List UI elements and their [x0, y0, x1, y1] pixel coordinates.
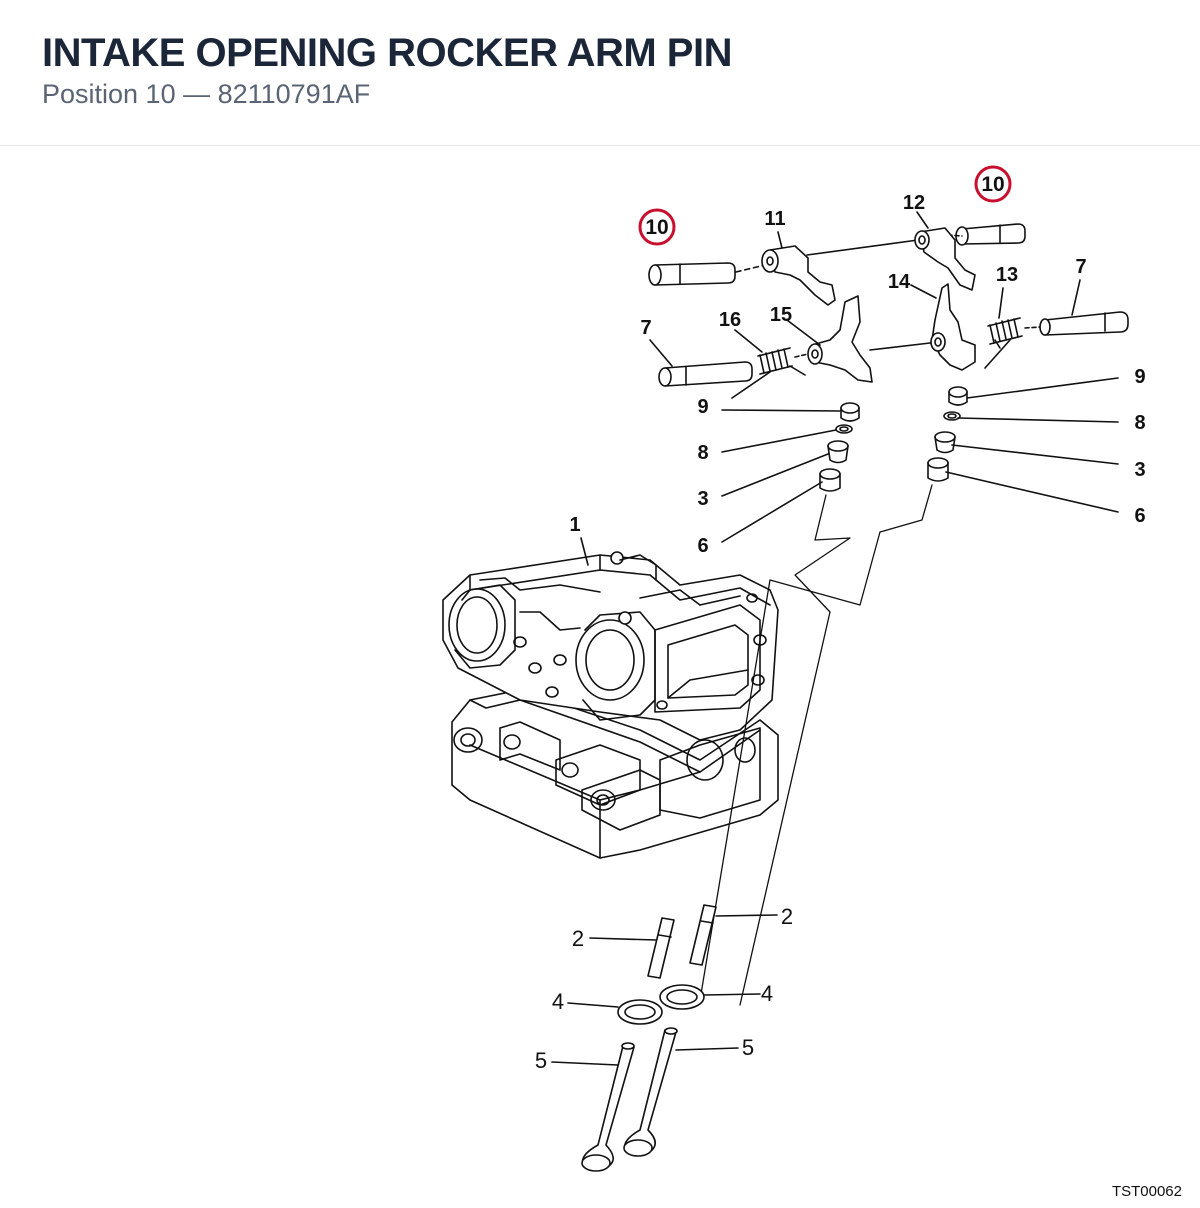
rocker-arm-14: [930, 283, 976, 371]
page-header: INTAKE OPENING ROCKER ARM PIN Position 1…: [0, 0, 1200, 146]
callout-3-right: 3: [1134, 459, 1145, 481]
callout-14: 14: [888, 271, 911, 293]
leader-6-left: [721, 481, 823, 543]
leader-14: [910, 284, 937, 299]
leader-3-right: [951, 444, 1119, 465]
leader-16: [734, 329, 763, 353]
leader-5-left: [551, 1061, 619, 1066]
figure-code: TST00062: [1111, 1183, 1182, 1200]
leader-9-right: [966, 377, 1119, 399]
valve-seal-4-left: [617, 999, 663, 1025]
leader-8-left: [721, 429, 837, 453]
callout-1: 1: [569, 514, 580, 536]
valve-guide-2-left: [647, 917, 675, 979]
callout-5-left: 5: [535, 1048, 547, 1073]
page-subtitle: Position 10 — 82110791AF: [42, 79, 371, 109]
callout-3-left: 3: [697, 488, 708, 510]
highlight-circle-10-left: [638, 208, 676, 246]
shaft-pin-7-left: [658, 361, 753, 387]
callout-2-right: 2: [781, 904, 793, 929]
valve-cap-9-left: [840, 402, 860, 422]
leader-5-right: [675, 1047, 739, 1051]
highlight-circle-10-right: [974, 165, 1012, 203]
leader-3-left: [721, 453, 829, 497]
callout-12: 12: [903, 192, 925, 214]
callout-5-right: 5: [742, 1035, 754, 1060]
rocker-arm-11: [761, 245, 836, 306]
callout-6-right: 6: [1134, 505, 1145, 527]
valve-guide-6-right: [927, 457, 949, 482]
callout-6-left: 6: [697, 535, 708, 557]
callout-8-right: 8: [1134, 412, 1145, 434]
leader-2-right: [715, 914, 778, 917]
cylinder-head: [442, 551, 779, 859]
spring-16: [731, 347, 806, 399]
spring-retainer-3-left: [827, 440, 849, 464]
rocker-arm-12: [914, 227, 976, 291]
callout-8-left: 8: [697, 442, 708, 464]
leader-8-right: [957, 417, 1119, 423]
callout-13: 13: [996, 264, 1018, 286]
callout-9-right: 9: [1134, 366, 1145, 388]
valve-guide-2-right: [689, 904, 717, 966]
callout-10-left: 10: [645, 216, 668, 239]
valve-cap-9-right: [948, 386, 968, 406]
page-title: INTAKE OPENING ROCKER ARM PIN: [42, 31, 732, 75]
valve-5-left: [581, 1042, 635, 1172]
collet-8-left: [835, 424, 853, 434]
callout-2-left: 2: [572, 926, 584, 951]
callout-16: 16: [719, 309, 741, 331]
leader-4-right: [703, 993, 761, 996]
spring-retainer-3-right: [934, 431, 956, 454]
leader-15: [786, 319, 821, 346]
callout-9-left: 9: [697, 396, 708, 418]
leader-4-left: [567, 1002, 619, 1008]
callout-10-right: 10: [981, 173, 1004, 196]
rocker-pin-10-right: [955, 223, 1026, 246]
callout-7-right: 7: [1075, 256, 1086, 278]
leader-7-left: [649, 339, 673, 367]
rocker-arm-15: [807, 295, 873, 383]
collet-8-right: [943, 411, 961, 421]
leader-7-right: [1071, 279, 1081, 316]
callout-15: 15: [770, 304, 792, 326]
rocker-pin-10-left: [648, 262, 736, 286]
callout-7-left: 7: [640, 317, 651, 339]
valve-seal-4-right: [659, 984, 705, 1010]
valve-5-right: [623, 1027, 678, 1157]
leader-13: [998, 287, 1004, 319]
callout-4-right: 4: [761, 981, 773, 1006]
leader-1: [580, 537, 589, 566]
leader-12: [916, 211, 929, 229]
callout-11: 11: [764, 208, 785, 230]
leader-2-left: [589, 937, 657, 941]
shaft-pin-7-right: [1039, 311, 1129, 336]
callout-4-left: 4: [552, 989, 564, 1014]
valve-guide-6-left: [819, 468, 841, 492]
leader-9-left: [721, 409, 842, 412]
leader-6-right: [945, 471, 1119, 513]
spring-13: [984, 317, 1023, 369]
leader-11: [777, 231, 783, 249]
